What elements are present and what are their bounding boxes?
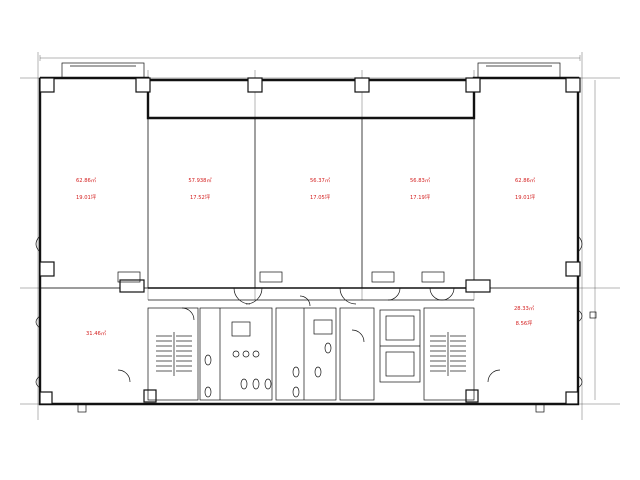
column <box>143 389 157 403</box>
room-3-area: 56.37㎡ <box>310 176 331 184</box>
room-7-tsubo: 8.56坪 <box>516 319 533 327</box>
room-2-tsubo: 17.52坪 <box>190 193 210 201</box>
column <box>565 77 581 93</box>
column <box>39 261 55 277</box>
column <box>465 77 481 93</box>
room-4-area: 56.83㎡ <box>410 176 431 184</box>
room-4-tsubo: 17.19坪 <box>410 193 430 201</box>
room-1-area: 62.86㎡ <box>76 176 97 184</box>
exterior-walls <box>38 76 580 406</box>
column <box>565 391 579 405</box>
structural-columns <box>39 77 581 405</box>
exterior-markers <box>77 311 597 413</box>
room-6-area: 31.46㎡ <box>86 329 107 337</box>
column <box>119 279 145 293</box>
room-5-area: 62.86㎡ <box>515 176 536 184</box>
room-7-area: 28.33㎡ <box>514 304 535 312</box>
stair-right <box>430 332 466 376</box>
column <box>465 279 491 293</box>
column <box>565 261 581 277</box>
side-doors <box>35 235 583 389</box>
column <box>465 389 479 403</box>
top-balconies <box>61 62 561 79</box>
office-entrances <box>117 271 445 283</box>
column <box>135 77 151 93</box>
room-1-tsubo: 19.01坪 <box>76 193 96 201</box>
core-door-swings <box>117 287 501 383</box>
column <box>39 77 55 93</box>
room-3-tsubo: 17.05坪 <box>310 193 330 201</box>
office-partitions <box>40 118 578 289</box>
toilet-fixtures <box>204 308 333 400</box>
column <box>247 77 263 93</box>
building-core <box>147 299 475 405</box>
room-labels: 62.86㎡ 19.01坪 57.938㎡ 17.52坪 56.37㎡ 17.0… <box>76 176 536 337</box>
room-2-area: 57.938㎡ <box>188 176 212 184</box>
column <box>39 391 53 405</box>
column <box>354 77 370 93</box>
room-5-tsubo: 19.01坪 <box>515 193 535 201</box>
grid-lines <box>20 52 620 420</box>
stair-left <box>156 332 192 376</box>
